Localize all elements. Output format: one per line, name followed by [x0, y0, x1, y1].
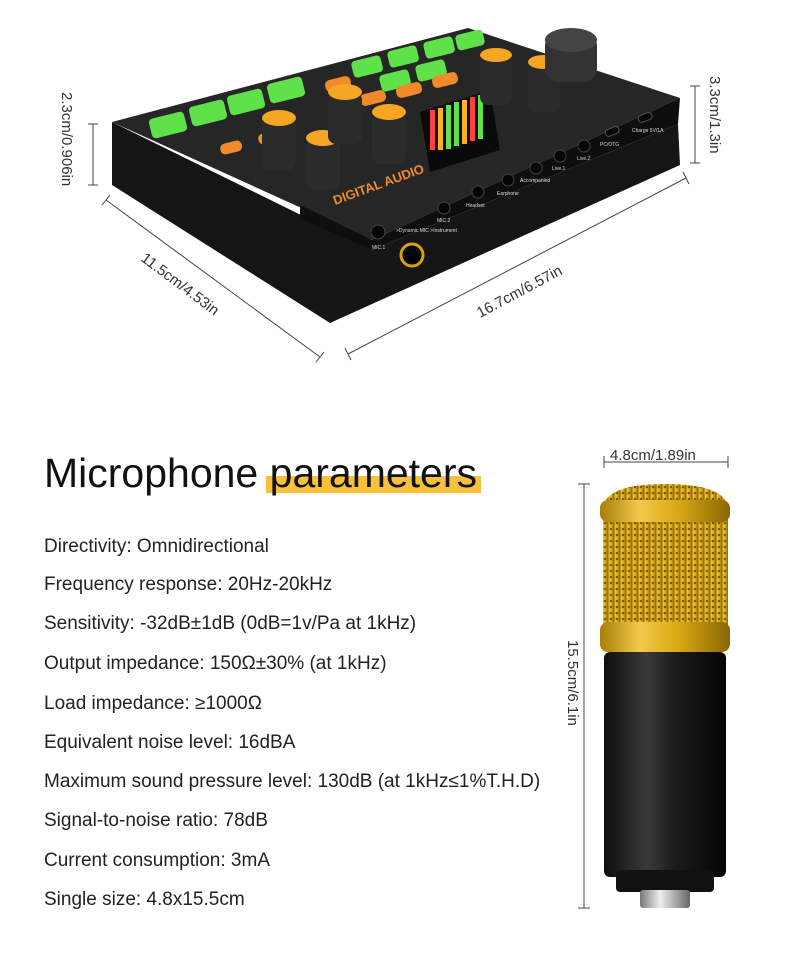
microphone-image: 4.8cm/1.89in 15.5cm/6.1in: [564, 447, 730, 909]
port-labels: MIC.1 >Dynamic MIC >Instrument MIC.2 Hea…: [372, 128, 664, 251]
dimension-lines: [88, 85, 700, 363]
section-title: Microphone parameters: [44, 450, 482, 497]
svg-text:Live.1: Live.1: [552, 166, 566, 172]
svg-text:Accompanied: Accompanied: [520, 178, 551, 184]
height-dimension: 2.3cm/0.906in: [58, 92, 75, 186]
led-level-meter: [420, 90, 500, 172]
knobs: [262, 28, 597, 190]
width-dimension: 16.7cm/6.57in: [474, 262, 565, 321]
mixer-front-panel: [300, 98, 680, 250]
right-height-dimension: 3.3cm/1.3in: [706, 76, 723, 154]
depth-dimension: 11.5cm/4.53in: [138, 250, 223, 320]
mixer-body-side: [112, 122, 680, 323]
mic-dimension-lines: [578, 456, 729, 909]
param-sensitivity: Sensitivity: -32dB±1dB (0dB=1v/Pa at 1kH…: [44, 613, 417, 634]
title-word-2: parameters: [269, 450, 478, 496]
mic-body: [604, 652, 726, 877]
param-output-impedance: Output impedance: 150Ω±30% (at 1kHz): [44, 653, 387, 674]
mic-connector: [640, 890, 690, 908]
param-frequency-response: Frequency response: 20Hz-20kHz: [44, 574, 333, 595]
svg-text:MIC.1: MIC.1: [372, 245, 386, 251]
param-directivity: Directivity: Omnidirectional: [44, 536, 269, 557]
svg-text:Headset: Headset: [466, 203, 485, 209]
param-noise-level: Equivalent noise level: 16dBA: [44, 732, 296, 753]
svg-text:PC/OTG: PC/OTG: [600, 142, 619, 148]
front-ports: [370, 112, 653, 268]
mic-width-dimension: 4.8cm/1.89in: [610, 447, 696, 464]
svg-text:Charge 5V/1A: Charge 5V/1A: [632, 128, 664, 134]
green-buttons: [148, 29, 485, 139]
param-snr: Signal-to-noise ratio: 78dB: [44, 810, 268, 831]
svg-text:Earphone: Earphone: [497, 191, 519, 197]
title-highlight: parameters: [265, 450, 482, 497]
param-size: Single size: 4.8x15.5cm: [44, 889, 245, 910]
title-word-1: Microphone: [44, 450, 259, 496]
svg-text:>Dynamic MIC >Instrument: >Dynamic MIC >Instrument: [396, 228, 457, 234]
param-current: Current consumption: 3mA: [44, 850, 270, 871]
sound-card-image: DIGITAL AUDIO: [58, 28, 723, 363]
svg-text:Live.2: Live.2: [577, 156, 591, 162]
mic-bottom: [616, 870, 714, 892]
mic-ring-bottom: [600, 622, 730, 652]
svg-text:MIC.2: MIC.2: [437, 218, 451, 224]
param-max-spl: Maximum sound pressure level: 130dB (at …: [44, 771, 541, 792]
param-load-impedance: Load impedance: ≥1000Ω: [44, 693, 262, 714]
mic-ring-top: [600, 500, 730, 522]
mic-height-dimension: 15.5cm/6.1in: [564, 640, 581, 726]
